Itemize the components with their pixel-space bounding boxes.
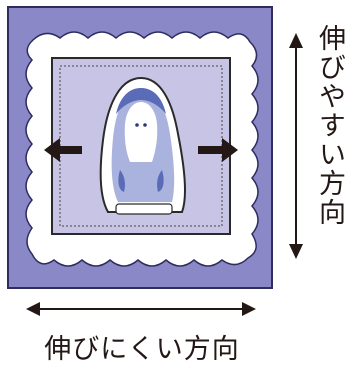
- low-stretch-direction-label: 伸びにくい方向: [44, 334, 240, 365]
- iron-icon: [99, 76, 186, 215]
- high-stretch-direction-label: 伸びやすい方向: [314, 24, 345, 227]
- arrow-left-icon: [44, 138, 82, 162]
- horizontal-direction-arrow: [26, 302, 256, 316]
- arrow-right-icon: [198, 138, 238, 162]
- vertical-direction-arrow: [289, 33, 303, 259]
